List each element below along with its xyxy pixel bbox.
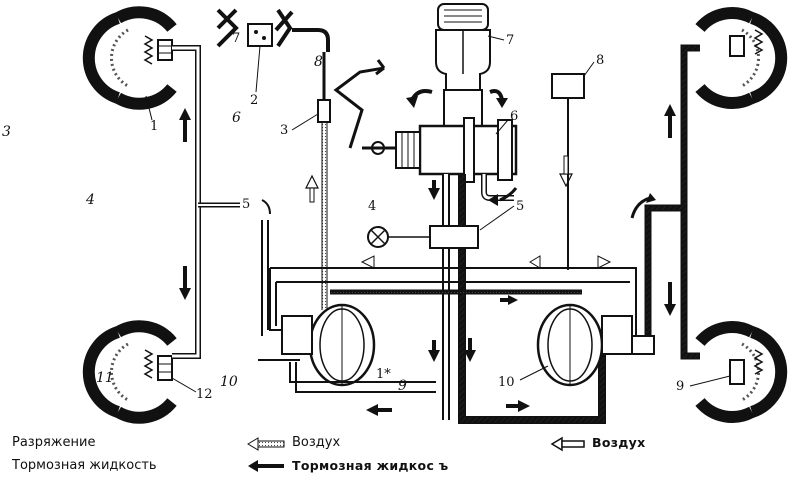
wheel-brake-top-left: [82, 6, 177, 110]
label-italic-3: 3: [2, 124, 11, 140]
master-cylinder: [435, 3, 491, 127]
brake-booster-right: [536, 303, 655, 387]
label-4: 4: [368, 199, 376, 214]
legend-symbols: [247, 436, 585, 472]
left-small-pipe: [258, 220, 300, 361]
label-7-master: 7: [506, 33, 514, 48]
warning-indicator: [367, 226, 389, 248]
label-italic-10: 10: [220, 374, 238, 390]
label-9-right: 9: [676, 379, 684, 394]
legend-vacuum: Разряжение: [12, 435, 96, 450]
wheel-brake-top-right: [695, 7, 788, 109]
valve-3-line: [317, 52, 331, 310]
label-5-center: 5: [516, 199, 524, 214]
label-5-left: 5: [242, 197, 250, 212]
wheel-brake-bottom-left: [82, 320, 177, 424]
label-10-booster: 10: [498, 375, 515, 390]
label-12: 12: [196, 387, 213, 402]
label-italic-6: 6: [232, 110, 241, 126]
adjuster-assembly: [216, 8, 330, 93]
left-brake-lines: [172, 45, 240, 359]
part-labels: 1 2 3 4 5 5 6 7 7 8 8 9 9 10 12 1* 3 4 6…: [2, 31, 731, 402]
label-9-line: 9: [398, 378, 407, 394]
label-6: 6: [510, 109, 518, 124]
flow-arrows-center: [261, 89, 612, 416]
legend-brake-fluid-right: Тормозная жидкос ъ: [292, 458, 449, 473]
legend-air-hollow-arrow-icon: [550, 436, 563, 452]
legend-air-left: Воздух: [292, 435, 341, 450]
label-8-reservoir: 8: [596, 53, 604, 68]
flow-arrows-right: [630, 104, 676, 316]
label-8-line: 8: [314, 54, 323, 70]
central-piping: [442, 174, 606, 424]
label-italic-11: 11: [96, 370, 114, 386]
right-brake-lines: [622, 44, 700, 360]
vacuum-manifold: [269, 267, 637, 338]
label-2: 2: [250, 93, 258, 108]
brake-booster-left: [281, 303, 436, 393]
control-valve: [371, 117, 518, 183]
label-7-adjuster: 7: [232, 31, 240, 46]
label-1-star: 1*: [376, 367, 391, 382]
legend-brake-fluid: Тормозная жидкость: [12, 458, 157, 473]
label-1-top-left: 1: [150, 119, 158, 134]
legend-air-right: Воздух: [592, 435, 646, 450]
legend-fluid-arrow-icon: [248, 460, 258, 472]
label-italic-4: 4: [85, 192, 95, 208]
wheel-brake-bottom-right: [695, 321, 788, 423]
tee-fitting-center: [388, 225, 479, 249]
reservoir: [551, 73, 585, 270]
brake-pedal-linkage: [333, 59, 396, 150]
label-3: 3: [280, 123, 288, 138]
flow-arrows-left: [179, 108, 191, 300]
legend-air-dotted-arrow-icon: [247, 437, 259, 451]
